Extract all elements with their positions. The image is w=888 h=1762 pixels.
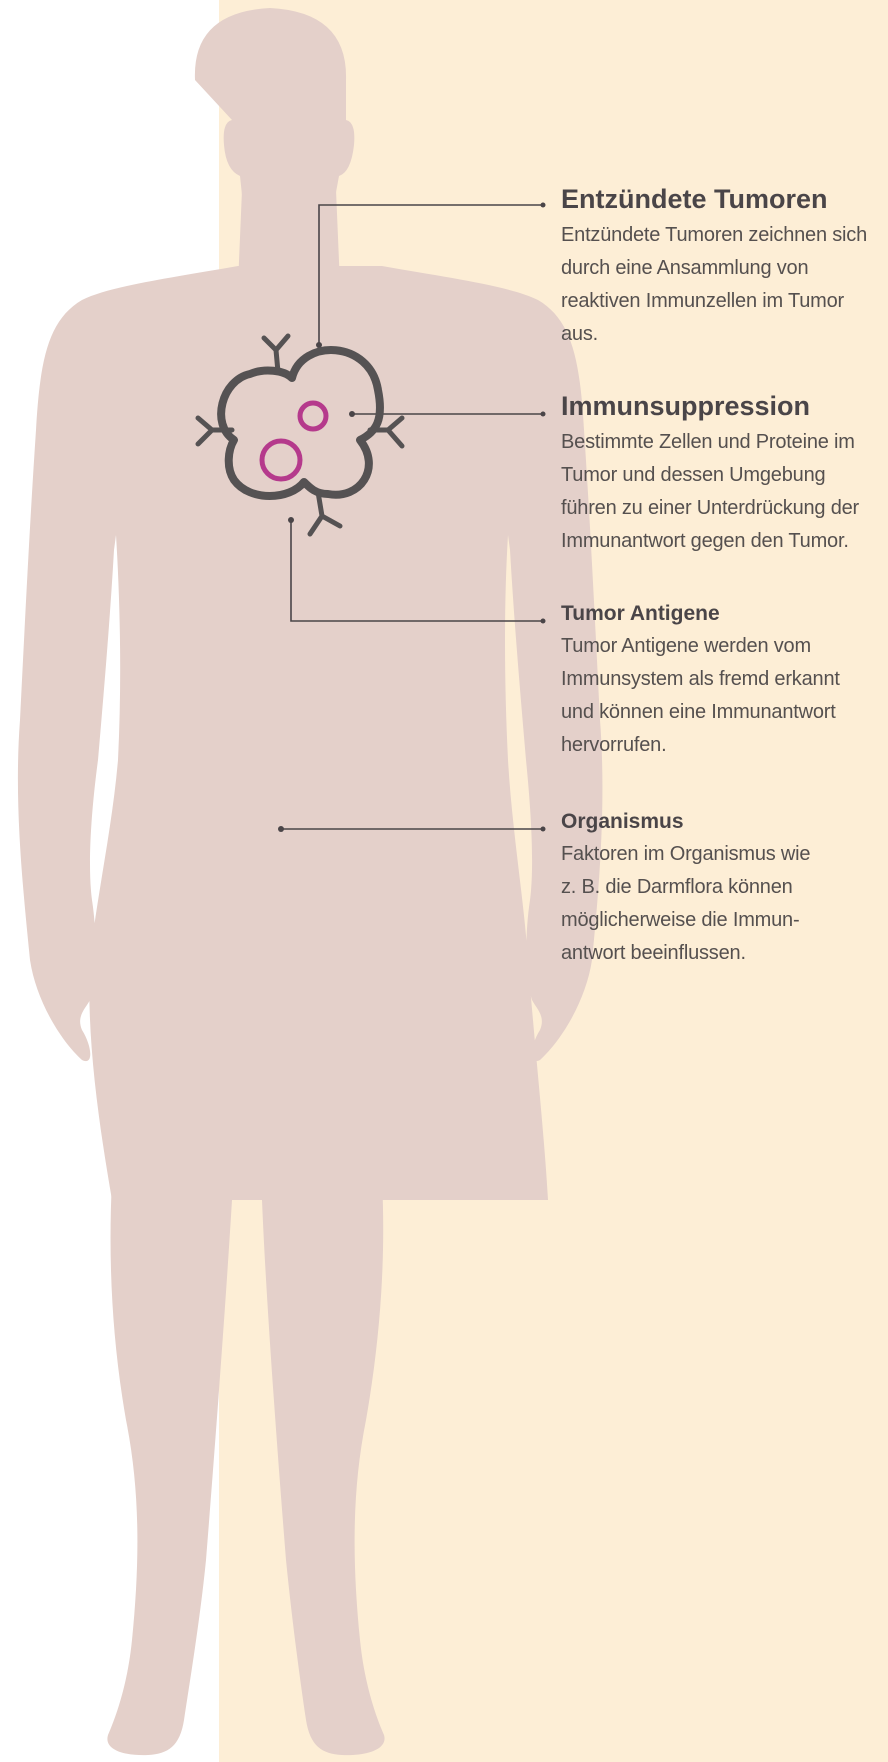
- callout-text: Bestimmte Zellen und Proteine im Tumor u…: [561, 426, 881, 558]
- callout-tumor-antigene: Tumor Antigene Tumor Antigene werden vom…: [561, 602, 881, 762]
- callout-title: Immunsuppression: [561, 391, 881, 422]
- callout-text: Entzündete Tumoren zeichnen sich durch e…: [561, 219, 881, 351]
- callout-immunsuppression: Immunsuppression Bestimmte Zellen und Pr…: [561, 391, 881, 558]
- human-body-silhouette: [18, 8, 603, 1755]
- callout-organismus: Organismus Faktoren im Organismus wie z.…: [561, 810, 881, 970]
- callout-title: Tumor Antigene: [561, 602, 881, 626]
- callout-text: Faktoren im Organismus wie z. B. die Dar…: [561, 838, 881, 970]
- callout-text: Tumor Antigene werden vom Immunsystem al…: [561, 630, 881, 762]
- callout-title: Organismus: [561, 810, 881, 834]
- callout-title: Entzündete Tumoren: [561, 184, 881, 215]
- callout-entzuendete-tumoren: Entzündete Tumoren Entzündete Tumoren ze…: [561, 184, 881, 351]
